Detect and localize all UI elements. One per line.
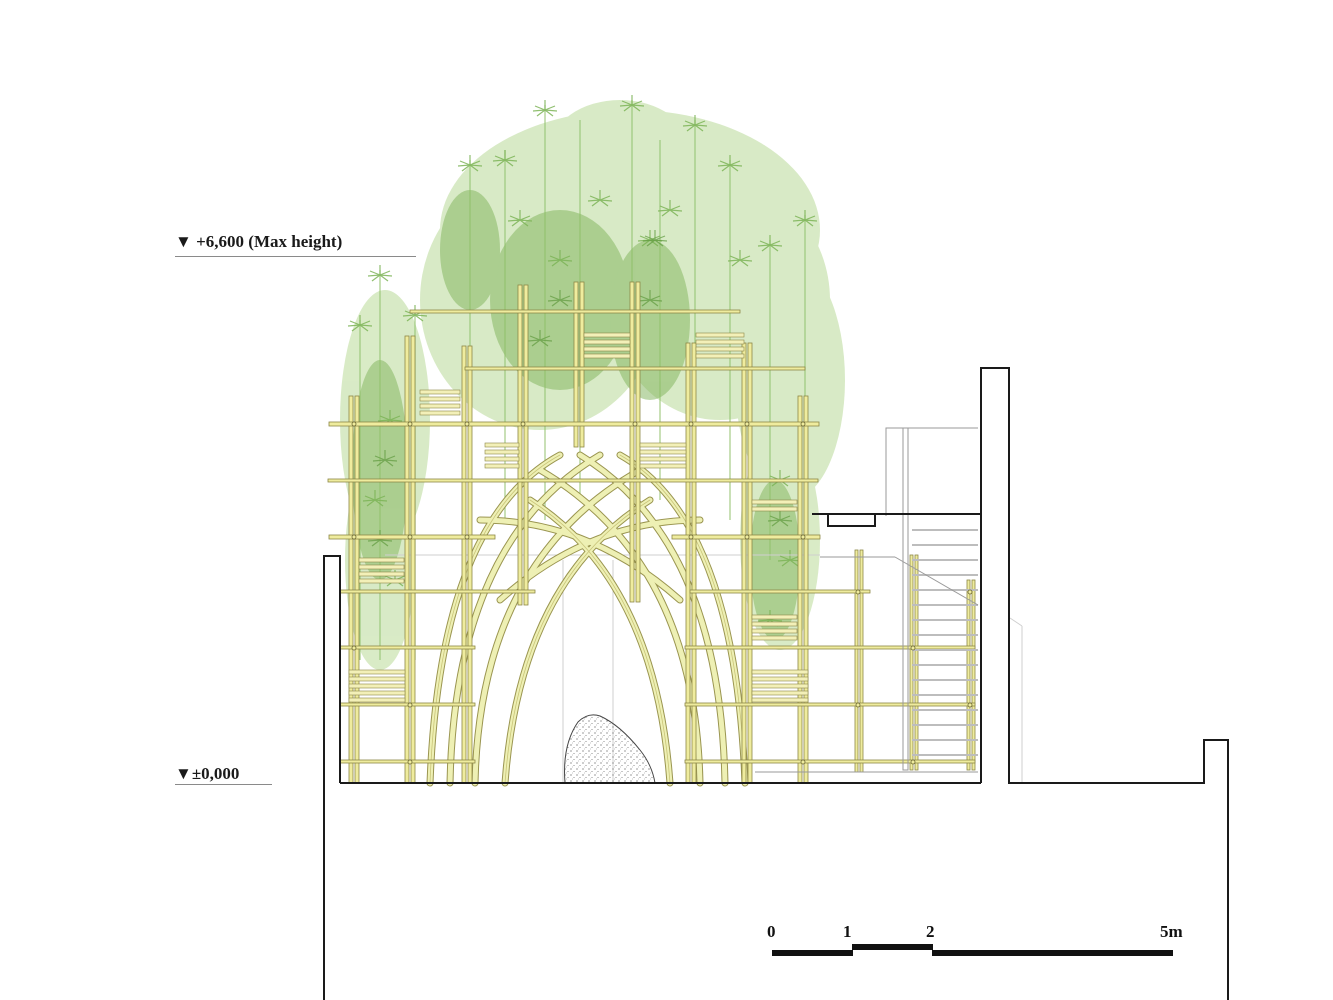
scale-tick-5m: 5m bbox=[1160, 922, 1183, 941]
stair-stringer bbox=[755, 427, 979, 773]
level-marker-icon: ▼ bbox=[175, 764, 192, 783]
level-label-ground: ▼±0,000 bbox=[175, 764, 239, 784]
scale-tick-1: 1 bbox=[843, 922, 852, 941]
scale-tick-2: 2 bbox=[926, 922, 935, 941]
scale-segment-2-5 bbox=[932, 950, 1173, 956]
level-label-max-height: ▼ +6,600 (Max height) bbox=[175, 232, 342, 252]
rock bbox=[564, 714, 656, 784]
scale-tick-0: 0 bbox=[767, 922, 776, 941]
stair bbox=[912, 529, 978, 756]
scale-segment-0-1 bbox=[772, 950, 853, 956]
level-line-ground bbox=[175, 784, 272, 785]
planter-boxes bbox=[348, 332, 809, 703]
level-line-max-height bbox=[175, 256, 416, 257]
level-note: (Max height) bbox=[248, 232, 343, 251]
level-value: ±0,000 bbox=[191, 764, 240, 783]
landing-slab bbox=[812, 513, 980, 527]
bamboo-foliage bbox=[340, 94, 845, 670]
scale-segment-1-2 bbox=[852, 944, 933, 950]
level-value: +6,600 bbox=[196, 232, 245, 251]
joints bbox=[351, 421, 973, 765]
level-marker-icon: ▼ bbox=[175, 232, 192, 251]
section-cut bbox=[323, 367, 1229, 1000]
